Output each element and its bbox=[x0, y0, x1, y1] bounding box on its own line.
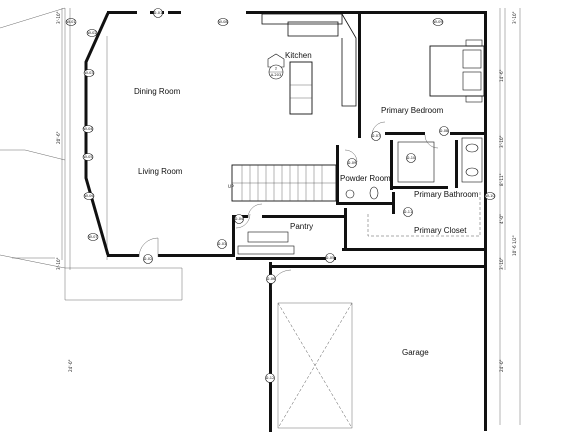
svg-text:W-04: W-04 bbox=[83, 127, 93, 131]
window-tag: W-07 bbox=[87, 233, 99, 241]
pantry-label: Pantry bbox=[290, 222, 313, 231]
svg-text:W-02: W-02 bbox=[87, 31, 96, 35]
reference-lines bbox=[0, 7, 521, 425]
dim-right-b: 3'-10" bbox=[499, 135, 504, 148]
door-tag: D-12 bbox=[265, 373, 275, 383]
svg-text:D-05: D-05 bbox=[326, 256, 335, 260]
shower-icon bbox=[397, 141, 435, 183]
bed-icon bbox=[429, 45, 485, 97]
door-tag: D-02 bbox=[143, 254, 153, 264]
dim-right-a: 14'-6" bbox=[499, 69, 504, 82]
svg-text:W-10: W-10 bbox=[485, 194, 495, 198]
kitchen-label: Kitchen bbox=[285, 51, 312, 60]
garage-door-outline bbox=[277, 302, 353, 429]
stair-direction-label: UP bbox=[228, 184, 234, 189]
svg-text:W-09: W-09 bbox=[433, 20, 443, 24]
dim-right-garage: 24'-0" bbox=[499, 359, 504, 372]
door-tag: D-05 bbox=[325, 253, 335, 263]
dim-right-d: 4'-0" bbox=[499, 214, 504, 224]
door-tag: D-07 bbox=[371, 131, 381, 141]
svg-text:D-12: D-12 bbox=[266, 376, 275, 380]
window-tag: W-10 bbox=[484, 192, 495, 200]
svg-text:W-07: W-07 bbox=[88, 235, 97, 239]
primary-bedroom-label: Primary Bedroom bbox=[381, 106, 444, 115]
svg-text:D-02: D-02 bbox=[144, 257, 153, 261]
svg-text:D-11: D-11 bbox=[404, 210, 413, 214]
toilet-icon bbox=[369, 186, 379, 200]
stair-treads bbox=[232, 165, 336, 201]
door-tag: D-08 bbox=[439, 126, 449, 136]
svg-text:W-01: W-01 bbox=[66, 20, 75, 24]
section-sheet: A-203 bbox=[271, 73, 282, 77]
door-tag: D-03 bbox=[217, 239, 227, 249]
living-room-label: Living Room bbox=[138, 167, 183, 176]
dim-left-mid: 20'-6" bbox=[56, 131, 61, 144]
primary-bathroom-label: Primary Bathroom bbox=[414, 190, 479, 199]
svg-text:D-07: D-07 bbox=[372, 134, 381, 138]
dim-right-top: 3'-10" bbox=[512, 11, 517, 24]
door-tag: D-10 bbox=[406, 153, 416, 163]
svg-text:D-09: D-09 bbox=[348, 161, 357, 165]
dining-room-label: Dining Room bbox=[134, 87, 181, 96]
window-tags: W-01 W-02 W-03 W-04 W-05 W-06 W-07 W-08 … bbox=[65, 18, 495, 241]
window-tag: W-03 bbox=[83, 69, 95, 77]
exterior-walls bbox=[84, 11, 487, 432]
window-tag: W-04 bbox=[82, 125, 93, 133]
svg-text:D-04: D-04 bbox=[235, 217, 244, 221]
svg-text:W-06: W-06 bbox=[84, 194, 94, 198]
svg-text:D-10: D-10 bbox=[407, 156, 416, 160]
window-tag: W-09 bbox=[432, 18, 443, 26]
primary-closet-label: Primary Closet bbox=[414, 226, 467, 235]
svg-text:W-08: W-08 bbox=[218, 20, 228, 24]
fixtures bbox=[277, 39, 485, 429]
door-tag: D-04 bbox=[234, 214, 244, 224]
door-tag: D-11 bbox=[403, 207, 413, 217]
dim-left-bottom: 3'-10" bbox=[56, 257, 61, 270]
svg-text:W-03: W-03 bbox=[84, 71, 93, 75]
window-tag: W-02 bbox=[86, 29, 98, 37]
sink-icon bbox=[345, 189, 355, 199]
powder-room-label: Powder Room bbox=[340, 174, 391, 183]
svg-text:W-05: W-05 bbox=[83, 155, 92, 159]
dim-right-c: 8'-11" bbox=[499, 173, 504, 186]
room-labels: Kitchen Dining Room Living Room Primary … bbox=[134, 51, 479, 357]
window-tag: W-08 bbox=[217, 18, 228, 26]
door-tag: D-06 bbox=[266, 274, 276, 284]
section-marker: 2 A-203 bbox=[267, 53, 285, 80]
garage-label: Garage bbox=[402, 348, 429, 357]
dim-left-top: 3'-10" bbox=[56, 11, 61, 24]
section-number: 2 bbox=[275, 67, 277, 71]
window-tag: W-01 bbox=[65, 18, 77, 26]
svg-text:D-06: D-06 bbox=[267, 277, 276, 281]
dim-left-garage: 24'-0" bbox=[68, 359, 73, 372]
dim-right-f: 10'-6 1/2" bbox=[512, 235, 517, 256]
door-tag: D-01 bbox=[153, 8, 163, 18]
sink-icon bbox=[465, 167, 479, 177]
door-tags: D-01 D-02 D-03 D-04 D-05 D-06 D-07 D-08 … bbox=[143, 8, 449, 383]
sink-icon bbox=[465, 143, 479, 153]
door-tag: D-09 bbox=[347, 158, 357, 168]
svg-text:D-01: D-01 bbox=[154, 11, 163, 15]
window-tag: W-06 bbox=[83, 192, 94, 200]
svg-text:D-08: D-08 bbox=[440, 129, 449, 133]
dimensions-right: 3'-10" 14'-6" 3'-10" 8'-11" 4'-0" 3'-10"… bbox=[499, 11, 517, 372]
window-tag: W-05 bbox=[82, 153, 94, 161]
svg-text:D-03: D-03 bbox=[218, 242, 227, 246]
dim-right-e: 3'-10" bbox=[499, 257, 504, 270]
dimensions-left: 3'-10" 20'-6" 3'-10" 24'-0" bbox=[56, 8, 73, 372]
interior-walls bbox=[231, 13, 486, 257]
